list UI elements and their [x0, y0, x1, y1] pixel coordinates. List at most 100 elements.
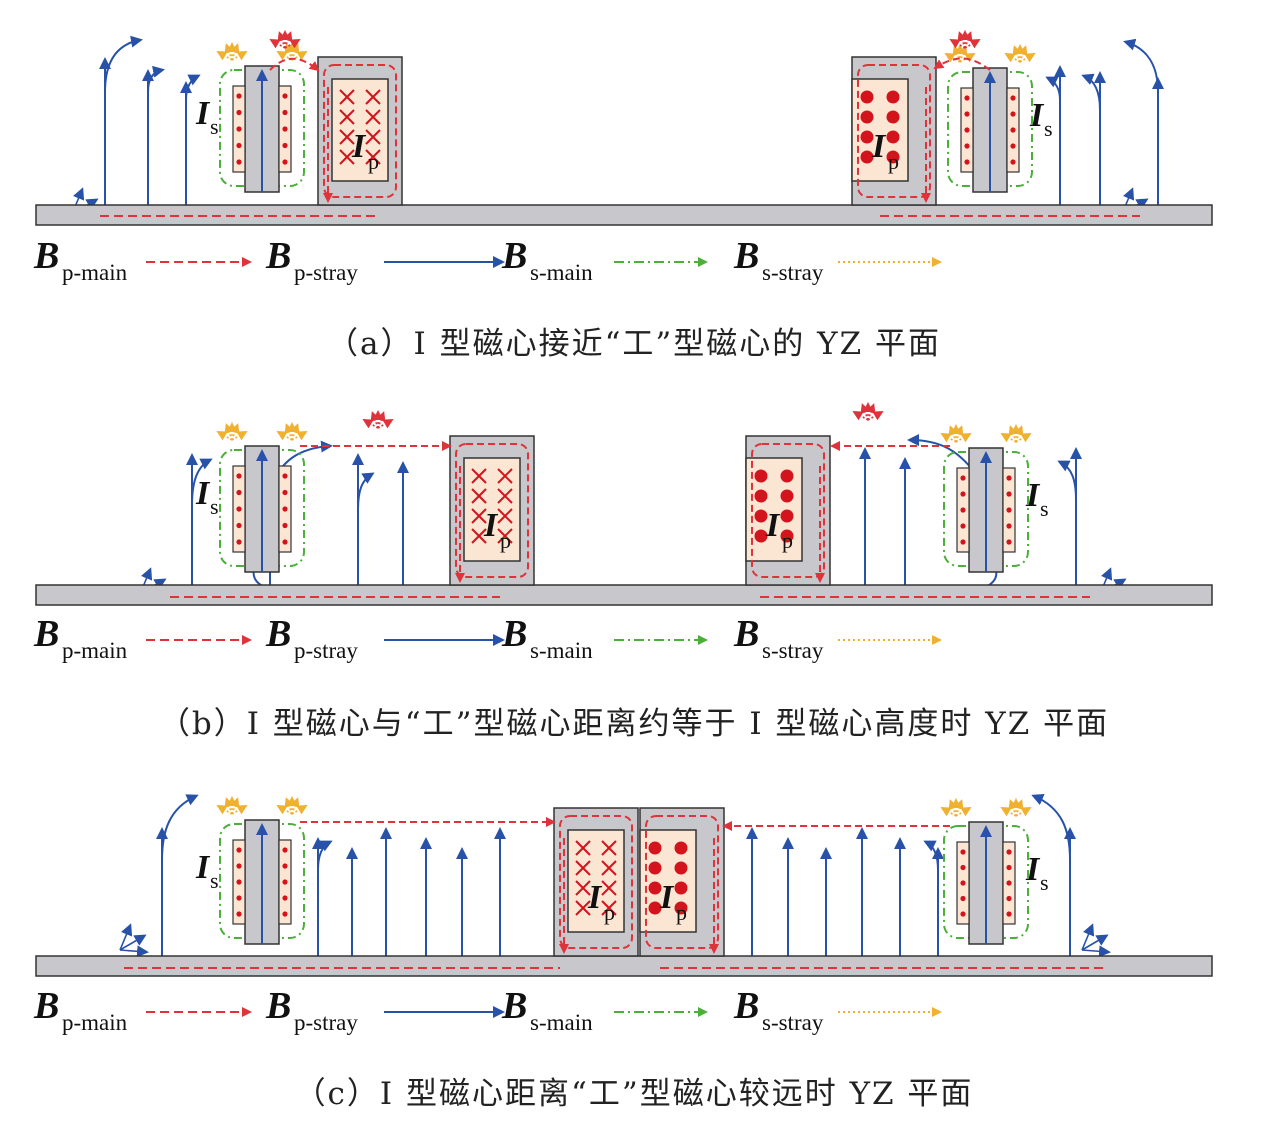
cross-stroke: [365, 89, 381, 105]
primary-main-flux: [857, 64, 931, 198]
current-dot: [648, 901, 662, 915]
field-curve: [317, 840, 333, 871]
cross-stroke: [365, 149, 381, 165]
legend-sub: p-main: [62, 638, 128, 663]
current-cross: [365, 89, 381, 105]
cross-stroke: [575, 860, 591, 876]
stray-arrow-cluster: [276, 796, 308, 815]
cross-stroke: [497, 508, 513, 524]
cross-stroke: [339, 89, 355, 105]
current-dot: [780, 469, 794, 483]
current-dot: [282, 863, 288, 869]
primary-current-sub: p: [368, 149, 379, 174]
cross-stroke: [339, 149, 355, 165]
cross-stroke: [339, 129, 355, 145]
current-dot: [674, 861, 688, 875]
field-curve: [269, 57, 320, 72]
current-dot: [960, 539, 966, 545]
current-dot: [960, 507, 966, 513]
current-dot: [674, 881, 688, 895]
current-dot: [1010, 159, 1016, 165]
secondary-main-flux: [219, 449, 305, 567]
legend-sub: s-stray: [762, 260, 824, 285]
primary-main-flux: [645, 815, 719, 949]
current-dot: [282, 879, 288, 885]
stray-arrow: [216, 430, 233, 441]
stray-arrow: [291, 431, 308, 441]
current-cross: [497, 508, 513, 524]
stray-arrow: [362, 419, 379, 429]
stray-arrow: [231, 430, 248, 441]
primary-current-label: I: [351, 128, 367, 165]
current-dot: [860, 110, 874, 124]
current-cross: [339, 129, 355, 145]
current-dot: [886, 90, 900, 104]
stray-arrow: [291, 805, 308, 815]
field-curve: [104, 35, 143, 93]
field-curve: [1031, 794, 1071, 861]
cross-stroke: [365, 129, 381, 145]
stray-arrow: [940, 432, 957, 443]
current-dot: [1010, 95, 1016, 101]
stray-arrow: [1019, 53, 1036, 63]
current-dot: [1006, 475, 1012, 481]
current-dot: [236, 895, 242, 901]
stray-arrow: [940, 806, 957, 817]
cross-stroke: [365, 109, 381, 125]
current-cross: [339, 89, 355, 105]
current-dot: [282, 522, 288, 529]
stray-arrow: [119, 923, 133, 951]
primary-current-sub: p: [500, 528, 511, 553]
current-cross: [575, 900, 591, 916]
current-cross: [497, 468, 513, 484]
current-dot: [236, 159, 242, 165]
current-dot: [860, 90, 874, 104]
current-dot: [648, 841, 662, 855]
secondary-main-flux: [219, 823, 305, 939]
current-dot: [1006, 911, 1012, 917]
legend-sub: p-main: [62, 1010, 128, 1035]
secondary-current-label: I: [1025, 851, 1041, 888]
current-dot: [860, 150, 874, 164]
corner-stray-cluster: [119, 923, 149, 958]
current-cross: [497, 528, 513, 544]
corner-stray-cluster: [1081, 923, 1111, 958]
current-dot: [282, 895, 288, 901]
legend-symbol: B: [733, 985, 759, 1027]
legend-sub: p-stray: [294, 260, 358, 285]
stray-arrow: [1081, 934, 1109, 951]
current-cross: [339, 109, 355, 125]
stray-arrow: [231, 50, 248, 61]
secondary-current-sub: s: [210, 114, 219, 139]
current-dot: [1006, 880, 1012, 886]
current-cross: [497, 488, 513, 504]
secondary-current-sub: s: [1040, 870, 1049, 895]
current-dot: [960, 880, 966, 886]
stray-arrow: [216, 50, 233, 61]
current-dot: [282, 539, 288, 545]
current-dot: [236, 109, 242, 116]
current-dot: [236, 539, 242, 545]
stray-arrow: [955, 806, 972, 817]
legend-sub: s-stray: [762, 1010, 824, 1035]
secondary-current-sub: s: [1040, 496, 1049, 521]
secondary-current-label: I: [1029, 97, 1045, 134]
current-dot: [754, 529, 768, 543]
stray-arrow: [284, 39, 301, 49]
secondary-current-label: I: [195, 95, 211, 132]
current-dot: [282, 473, 288, 479]
current-dot: [1006, 864, 1012, 871]
current-dot: [282, 159, 288, 165]
secondary-current-label: I: [195, 475, 211, 512]
cross-stroke: [601, 880, 617, 896]
current-dot: [282, 126, 288, 132]
stray-arrow: [1004, 52, 1021, 63]
current-dot: [780, 529, 794, 543]
current-cross: [601, 860, 617, 876]
current-dot: [886, 150, 900, 164]
